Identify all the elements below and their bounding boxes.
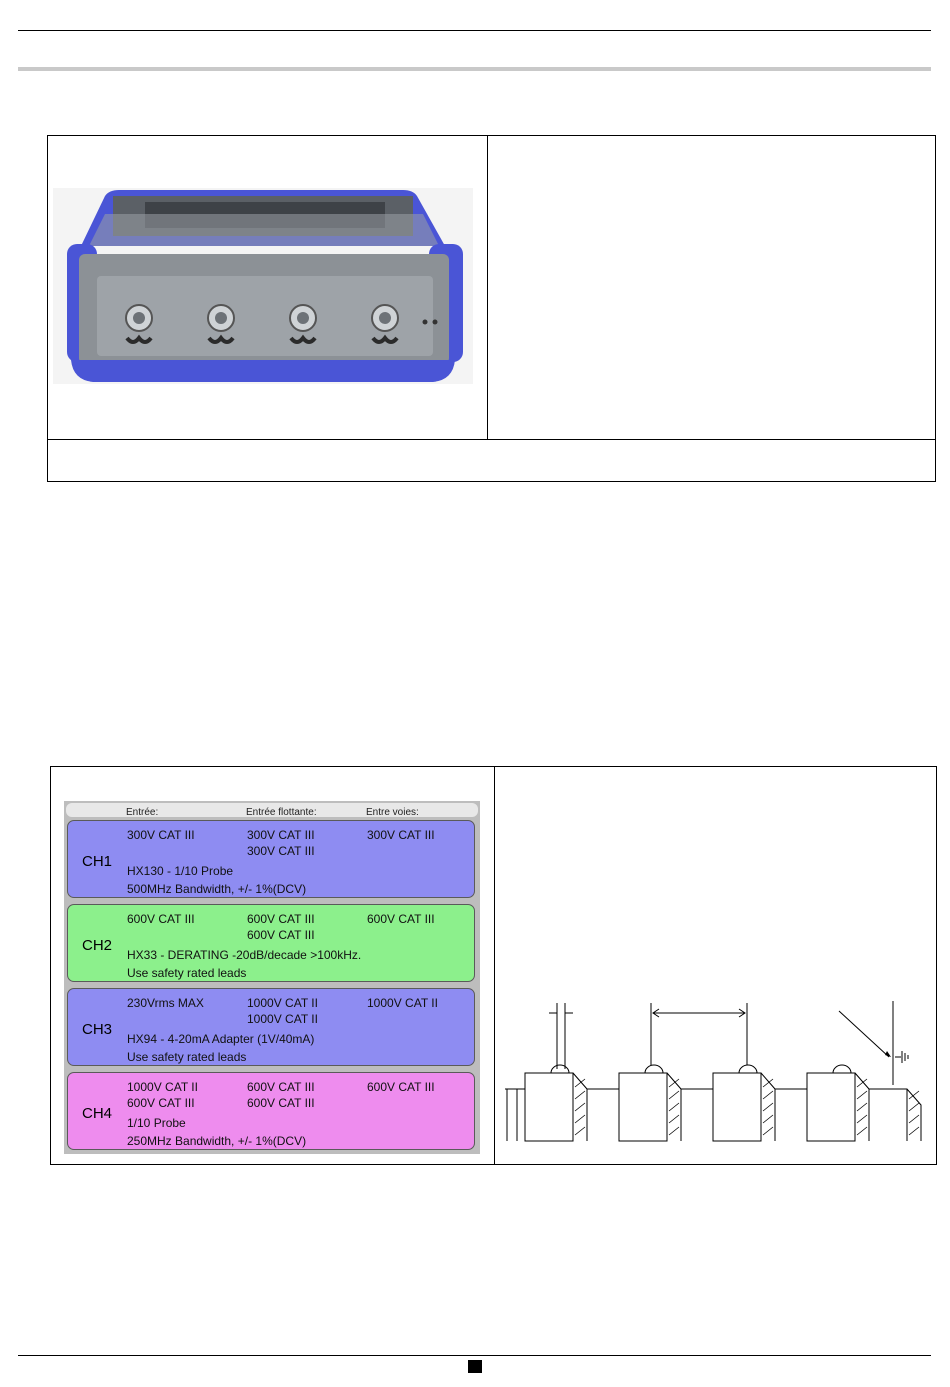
ch4-note-1: 1/10 Probe <box>127 1116 186 1130</box>
table-row-divider <box>48 439 935 440</box>
header-band <box>18 67 931 71</box>
channel-ch1: CH1 300V CAT III 300V CAT III 300V CAT I… <box>67 820 475 898</box>
ch4-input-rating-2: 600V CAT III <box>127 1096 195 1110</box>
connector-isolation-diagram <box>505 1001 922 1142</box>
ch2-floating-rating-1: 600V CAT III <box>247 912 315 926</box>
device-inputs-photo <box>53 188 473 384</box>
ch1-note-1: HX130 - 1/10 Probe <box>127 864 234 878</box>
ch3-note-1: HX94 - 4-20mA Adapter (1V/40mA) <box>127 1032 315 1046</box>
ch4-input-rating-1: 1000V CAT II <box>127 1080 198 1094</box>
ch4-note-2: 250MHz Bandwidth, +/- 1%(DCV) <box>127 1134 307 1148</box>
page-marker-square <box>468 1360 482 1373</box>
ch2-note-2: Use safety rated leads <box>127 966 247 980</box>
ch1-input-rating: 300V CAT III <box>127 828 195 842</box>
header-entree-flottante: Entrée flottante: <box>246 807 317 818</box>
ch2-note-1: HX33 - DERATING -20dB/decade >100kHz. <box>127 948 362 962</box>
ch4-floating-rating-2: 600V CAT III <box>247 1096 315 1110</box>
channel-ratings-table: Entrée: Entrée flottante: Entre voies: C… <box>50 766 937 1165</box>
channel-label: CH4 <box>82 1105 113 1122</box>
ch1-floating-rating-2: 300V CAT III <box>247 844 315 858</box>
header-entree: Entrée: <box>126 807 159 818</box>
device-photo-table <box>47 135 936 482</box>
ch3-note-2: Use safety rated leads <box>127 1050 247 1064</box>
ch4-floating-rating-1: 600V CAT III <box>247 1080 315 1094</box>
table-column-divider <box>494 767 495 1164</box>
ch1-between-rating: 300V CAT III <box>367 828 435 842</box>
channel-ch4: CH4 1000V CAT II 600V CAT III 600V CAT I… <box>67 1072 475 1150</box>
header-entre-voies: Entre voies: <box>366 807 419 818</box>
channel-ratings-panel: Entrée: Entrée flottante: Entre voies: C… <box>64 801 480 1154</box>
ch4-between-rating: 600V CAT III <box>367 1080 435 1094</box>
ch3-between-rating: 1000V CAT II <box>367 996 438 1010</box>
table-column-divider <box>487 136 488 439</box>
ch1-note-2: 500MHz Bandwidth, +/- 1%(DCV) <box>127 882 307 896</box>
panel-header-bar: Entrée: Entrée flottante: Entre voies: <box>66 803 478 818</box>
ch3-floating-rating-2: 1000V CAT II <box>247 1012 318 1026</box>
ch3-input-rating: 230Vrms MAX <box>127 996 204 1010</box>
bottom-rule <box>18 1355 931 1356</box>
channel-label: CH3 <box>82 1021 113 1038</box>
ch1-floating-rating-1: 300V CAT III <box>247 828 315 842</box>
channel-label: CH2 <box>82 937 113 954</box>
ch3-floating-rating-1: 1000V CAT II <box>247 996 318 1010</box>
ch2-input-rating: 600V CAT III <box>127 912 195 926</box>
channel-ch3: CH3 230Vrms MAX 1000V CAT II 1000V CAT I… <box>67 988 475 1066</box>
top-rule <box>18 30 931 31</box>
ch2-between-rating: 600V CAT III <box>367 912 435 926</box>
ch2-floating-rating-2: 600V CAT III <box>247 928 315 942</box>
channel-label: CH1 <box>82 853 113 870</box>
channel-ch2: CH2 600V CAT III 600V CAT III 600V CAT I… <box>67 904 475 982</box>
